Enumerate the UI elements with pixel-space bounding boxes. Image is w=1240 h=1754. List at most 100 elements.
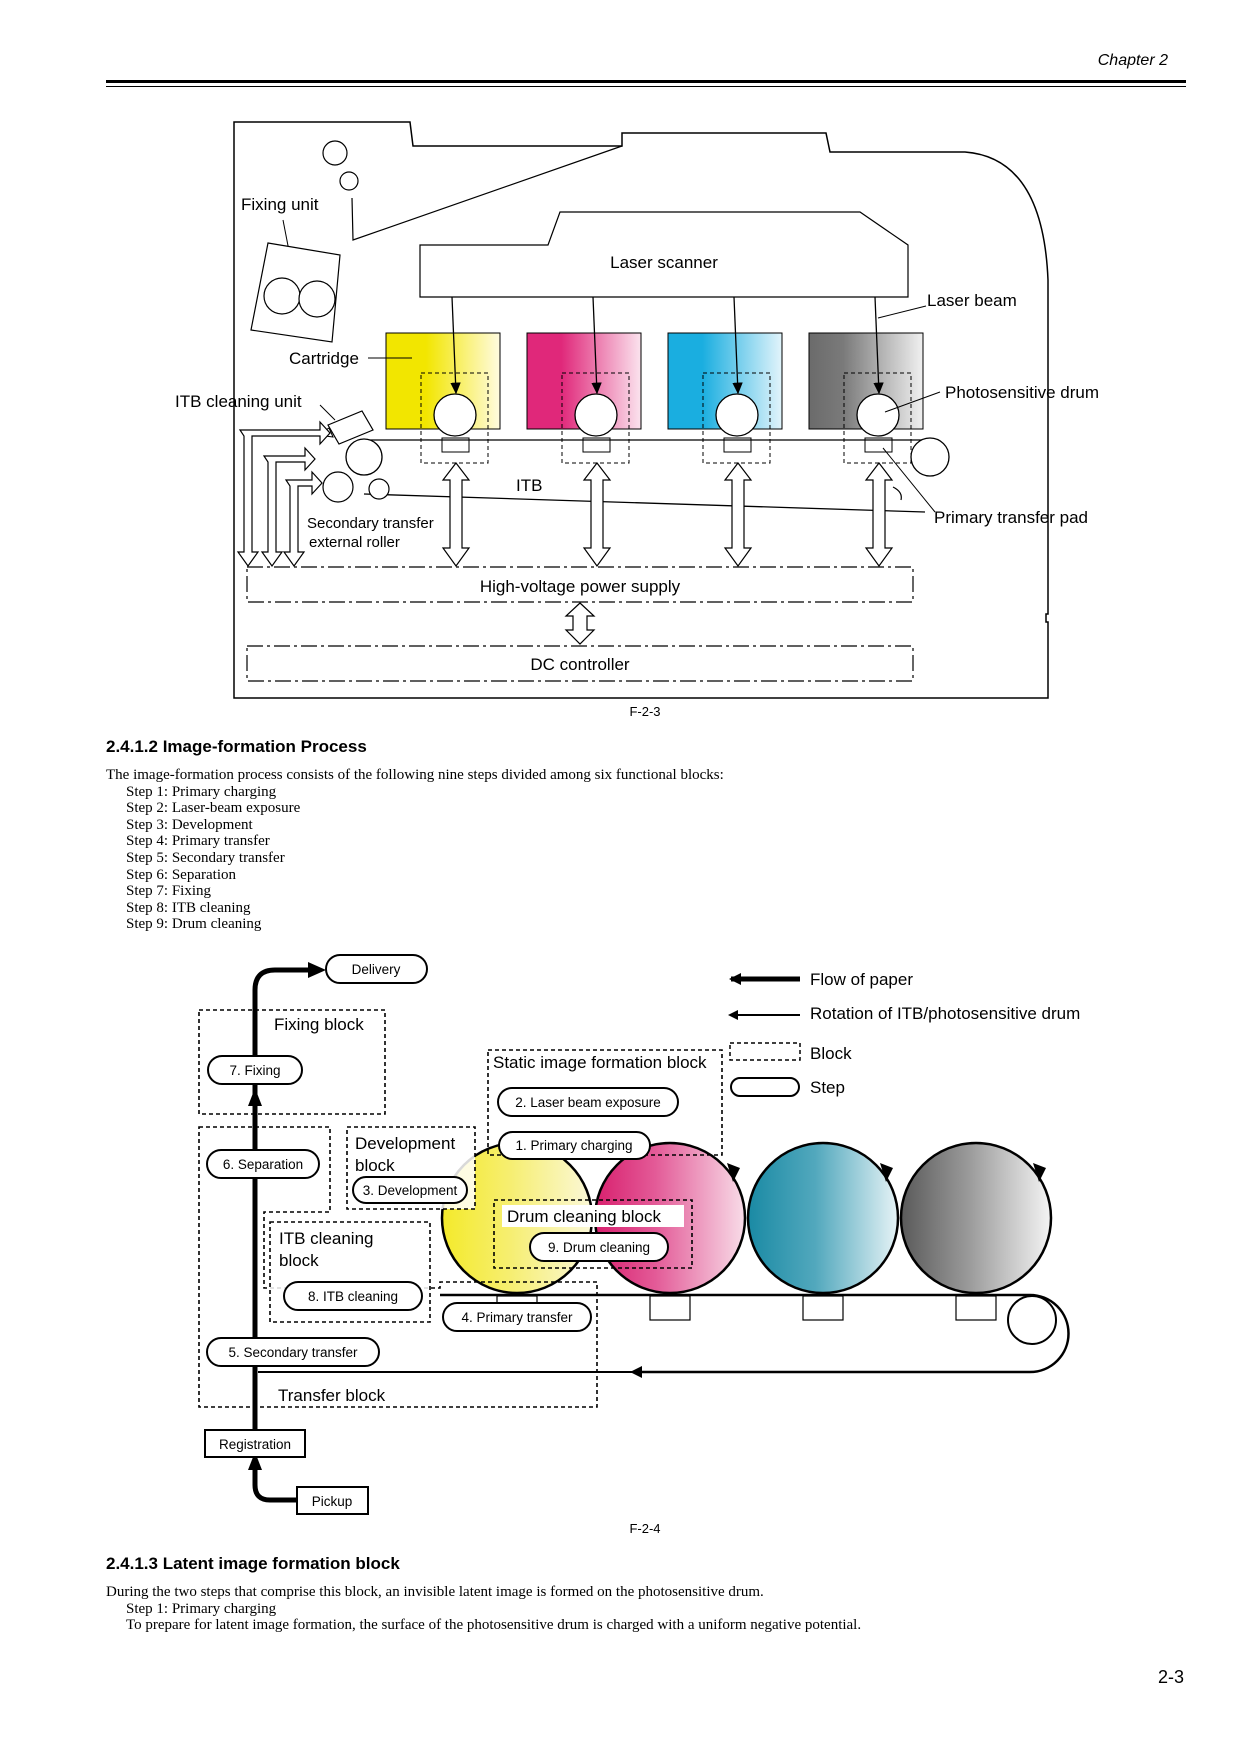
development-block-label-1: Development — [355, 1134, 455, 1153]
legend-step-label: Step — [810, 1078, 845, 1097]
printer-cross-section-diagram: Fixing unit Laser scanner Laser beam Car… — [175, 121, 1099, 699]
transfer-pad-3 — [723, 437, 752, 453]
legend-flow-of-paper-label: Flow of paper — [810, 970, 913, 989]
transfer-pad-3 — [802, 1295, 844, 1321]
laser-scanner-label: Laser scanner — [610, 253, 718, 272]
section-2413-line: To prepare for latent image formation, t… — [126, 1617, 862, 1634]
drum-2 — [574, 393, 618, 437]
fixing-block-label: Fixing block — [274, 1015, 364, 1034]
itb-drive-roller — [1007, 1295, 1057, 1345]
step-6-separation — [206, 1149, 320, 1179]
step-list-item: Step 9: Drum cleaning — [126, 916, 262, 933]
delivery-label: Delivery — [352, 962, 401, 977]
power-arrow-2 — [582, 462, 612, 568]
step-9-drum-cleaning-label: 9. Drum cleaning — [548, 1240, 650, 1255]
paper-arrow-up-2 — [248, 1088, 262, 1106]
registration-box — [204, 1429, 306, 1458]
step-list-item: Step 2: Laser-beam exposure — [126, 800, 301, 817]
drum-cyan-rotation-arrow — [880, 1163, 893, 1182]
step-list-item: Step 1: Primary charging — [126, 783, 277, 800]
step-2-laser-exposure — [497, 1087, 679, 1117]
fixing-block — [198, 1009, 386, 1115]
laser-scanner-box — [419, 211, 909, 298]
itb-belt-loop — [440, 1293, 1070, 1374]
secondary-transfer-label-2: external roller — [309, 534, 400, 551]
legend: Flow of paper Rotation of ITB/photosensi… — [728, 970, 1080, 1097]
legend-block-label: Block — [810, 1044, 852, 1063]
itb-cleaning-unit-leader — [319, 404, 336, 421]
drum-cleaning-label-bg — [502, 1205, 684, 1227]
paper-path-top-curve — [252, 967, 312, 1000]
chapter-header: Chapter 2 — [1097, 52, 1168, 69]
step-list-item: Step 7: Fixing — [126, 883, 212, 900]
itb-roller-right — [910, 437, 950, 477]
step-1-primary-charging — [498, 1131, 651, 1160]
transfer-block-label: Transfer block — [278, 1386, 386, 1405]
step-list-item: Step 8: ITB cleaning — [126, 899, 251, 916]
step-list-item: Step 5: Secondary transfer — [126, 849, 285, 866]
drum-1 — [433, 393, 477, 437]
paper-path-top — [351, 145, 623, 241]
legend-rotation-label: Rotation of ITB/photosensitive drum — [810, 1004, 1080, 1023]
transfer-pad-4 — [864, 437, 893, 453]
drum-box-2 — [561, 372, 630, 464]
laser-beam-4 — [873, 296, 884, 395]
separation-block — [198, 1126, 598, 1408]
fixing-roller-1 — [263, 277, 301, 315]
page-number: 2-3 — [1157, 1667, 1184, 1687]
step-7-fixing-label: 7. Fixing — [229, 1063, 280, 1078]
header-rule-thick — [106, 80, 1186, 83]
step-8-itb-cleaning — [283, 1281, 423, 1311]
itb-roller-left — [345, 438, 383, 476]
power-arrow-left-1 — [236, 420, 331, 568]
dc-controller-label: DC controller — [530, 655, 630, 674]
legend-step-symbol — [730, 1077, 800, 1097]
section-2413-body: During the two steps that comprise this … — [106, 1584, 861, 1634]
itb-return-arrow — [630, 1366, 642, 1378]
step-4-primary-transfer — [442, 1302, 592, 1332]
laser-beam-3 — [732, 296, 743, 395]
drum-black — [899, 1141, 1053, 1295]
step-pills: Delivery 7. Fixing 6. Separation 3. Deve… — [204, 954, 679, 1515]
drum-4 — [856, 393, 900, 437]
step-5-secondary-transfer-label: 5. Secondary transfer — [228, 1345, 358, 1360]
secondary-transfer-roller — [322, 471, 354, 503]
transfer-pad-2 — [582, 437, 611, 453]
step-3-development — [352, 1176, 468, 1204]
drum-magenta-rotation-arrow — [727, 1163, 740, 1182]
power-arrow-1 — [441, 462, 471, 568]
vertical-power-arrows — [441, 462, 894, 568]
header-rule-thin — [106, 86, 1186, 87]
top-roller-2 — [339, 171, 359, 191]
hv-power-supply-box — [246, 566, 914, 603]
step-list-item: Step 3: Development — [126, 816, 253, 833]
pickup-label: Pickup — [312, 1494, 353, 1509]
static-image-formation-block-label: Static image formation block — [493, 1053, 707, 1072]
step-6-separation-label: 6. Separation — [223, 1157, 303, 1172]
drum-box-3 — [702, 372, 771, 464]
cartridge-label: Cartridge — [289, 349, 359, 368]
pickup-box — [296, 1486, 369, 1515]
power-arrow-left-3 — [282, 470, 323, 568]
step-7-fixing — [207, 1055, 303, 1085]
drum-box-1 — [420, 372, 489, 464]
legend-block-symbol — [729, 1042, 801, 1061]
section-2412-heading: 2.4.1.2 Image-formation Process — [106, 737, 367, 756]
step-list-item: Step 4: Primary transfer — [126, 833, 270, 850]
top-roller-1 — [322, 140, 348, 166]
paper-arrow-up-1 — [248, 1452, 262, 1470]
section-2413-heading: 2.4.1.3 Latent image formation block — [106, 1554, 400, 1573]
drum-cleaning-block-label: Drum cleaning block — [507, 1207, 662, 1226]
itb-label: ITB — [516, 476, 542, 495]
transfer-pad-1 — [441, 437, 470, 453]
dc-controller-box — [246, 645, 914, 682]
section-2412-intro: The image-formation process consists of … — [106, 767, 724, 783]
step-1-primary-charging-label: 1. Primary charging — [515, 1138, 632, 1153]
primary-transfer-pad-label: Primary transfer pad — [934, 508, 1088, 527]
laser-beam-2 — [591, 296, 602, 395]
left-power-arrows — [236, 420, 331, 568]
transfer-pad-4 — [955, 1295, 997, 1321]
static-image-label-bg — [492, 1051, 718, 1073]
fixing-unit-label: Fixing unit — [241, 195, 319, 214]
secondary-transfer-label-1: Secondary transfer — [307, 515, 434, 532]
